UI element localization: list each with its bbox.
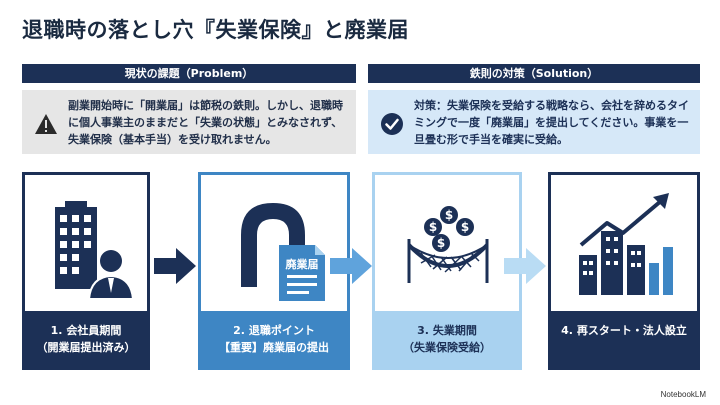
step-4-card: 4. 再スタート・法人設立 bbox=[548, 172, 700, 370]
document-label: 廃業届 bbox=[286, 257, 319, 271]
step-4-label: 4. 再スタート・法人設立 bbox=[551, 311, 697, 367]
step-2-title: 2. 退職ポイント bbox=[233, 324, 315, 337]
step-2-card: 廃業届 2. 退職ポイント 【重要】廃業届の提出 bbox=[198, 172, 350, 370]
arrow-2-icon bbox=[330, 248, 372, 284]
step-3-card: $ $ $ $ 3. 失業期間 （失業保険受給） bbox=[372, 172, 522, 370]
svg-text:$: $ bbox=[445, 208, 453, 222]
check-circle-icon bbox=[381, 113, 403, 135]
step-3-subtitle: （失業保険受給） bbox=[403, 341, 491, 354]
svg-text:$: $ bbox=[429, 220, 437, 234]
growth-buildings-icon bbox=[579, 193, 673, 295]
step-2-subtitle: 【重要】廃業届の提出 bbox=[219, 341, 329, 354]
step-1-label: 1. 会社員期間 （開業届提出済み） bbox=[25, 311, 147, 367]
svg-text:$: $ bbox=[461, 220, 469, 234]
step-3-title: 3. 失業期間 bbox=[417, 324, 477, 337]
problem-header: 現状の課題（Problem） bbox=[22, 64, 356, 83]
svg-text:$: $ bbox=[437, 236, 445, 250]
hammock-money-icon: $ $ $ $ bbox=[407, 206, 489, 283]
solution-text: 対策：失業保険を受給する戦略なら、会社を辞めるタイミングで一度「廃業届」を提出し… bbox=[414, 99, 689, 146]
notebooklm-brand: NotebookLM bbox=[660, 390, 706, 399]
step-1-title: 1. 会社員期間 bbox=[50, 324, 122, 337]
step-2-label: 2. 退職ポイント 【重要】廃業届の提出 bbox=[201, 311, 347, 367]
step-4-title: 4. 再スタート・法人設立 bbox=[561, 324, 687, 337]
page-title: 退職時の落とし穴『失業保険』と廃業届 bbox=[22, 18, 409, 42]
step-3-label: 3. 失業期間 （失業保険受給） bbox=[375, 311, 519, 367]
warning-icon bbox=[35, 114, 57, 134]
problem-text: 副業開始時に「開業届」は節税の鉄則。しかし、退職時に個人事業主のままだと「失業の… bbox=[68, 99, 343, 146]
arrow-1-icon bbox=[154, 248, 196, 284]
step-1-subtitle: （開業届提出済み） bbox=[36, 341, 136, 354]
problem-box: 副業開始時に「開業届」は節税の鉄則。しかし、退職時に個人事業主のままだと「失業の… bbox=[22, 90, 356, 154]
office-worker-icon bbox=[55, 201, 135, 300]
arrow-3-icon bbox=[504, 248, 546, 284]
step-1-card: 1. 会社員期間 （開業届提出済み） bbox=[22, 172, 150, 370]
closure-document-icon: 廃業届 bbox=[241, 203, 325, 301]
solution-box: 対策：失業保険を受給する戦略なら、会社を辞めるタイミングで一度「廃業届」を提出し… bbox=[368, 90, 700, 154]
solution-header: 鉄則の対策（Solution） bbox=[368, 64, 700, 83]
